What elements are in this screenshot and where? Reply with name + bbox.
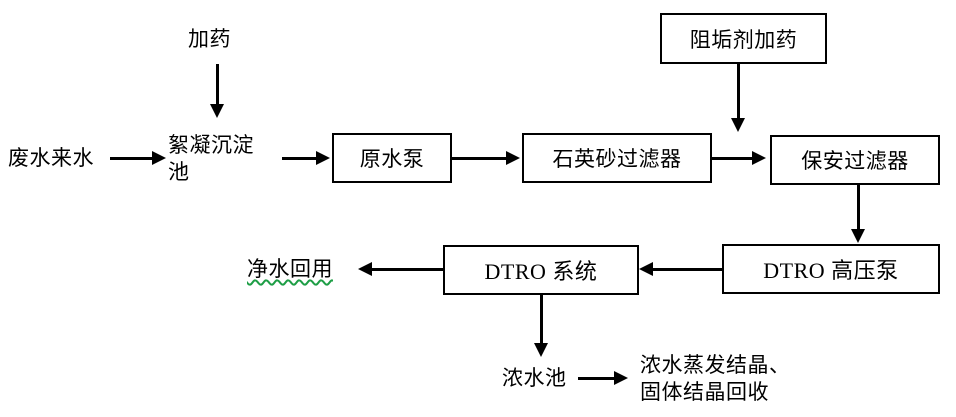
edge-dtro-system-to-concentrate-tank-line (540, 295, 543, 345)
edge-coagulation-to-raw-pump-arrowhead (316, 151, 330, 165)
edge-influent-to-coagulation-line (110, 157, 154, 160)
node-purified-water-reuse-label: 净水回用 (247, 258, 333, 281)
edge-antiscalant-to-security-filter-arrowhead (731, 118, 745, 132)
edge-security-filter-to-hp-pump-arrowhead (851, 229, 865, 243)
node-concentrate-tank-label: 浓水池 (502, 367, 567, 390)
edge-hp-pump-to-dtro-system-line (652, 268, 722, 271)
node-crystallization-label: 浓水蒸发结晶、 固体结晶回收 (640, 354, 791, 404)
node-dosing-label: 加药 (188, 28, 231, 51)
edge-dtro-system-to-reuse-line (371, 268, 443, 271)
edge-dosing-to-coagulation-line (216, 64, 219, 106)
edge-quartz-filter-to-security-filter-line (712, 157, 754, 160)
edge-concentrate-tank-to-crystallization-arrowhead (614, 371, 628, 385)
node-dtro-high-pressure-pump-box[interactable]: DTRO 高压泵 (722, 244, 940, 294)
node-dtro-system-box[interactable]: DTRO 系统 (443, 245, 639, 295)
edge-dosing-to-coagulation-arrowhead (210, 104, 224, 118)
edge-dtro-system-to-reuse-arrowhead (358, 262, 372, 276)
edge-quartz-filter-to-security-filter-arrowhead (752, 151, 766, 165)
node-antiscalant-dosing-box[interactable]: 阻垢剂加药 (660, 13, 827, 64)
node-quartz-sand-filter-box[interactable]: 石英砂过滤器 (522, 133, 712, 183)
edge-security-filter-to-hp-pump-line (857, 185, 860, 231)
edge-raw-pump-to-quartz-filter-arrowhead (506, 151, 520, 165)
edge-concentrate-tank-to-crystallization-line (578, 377, 616, 380)
node-coagulation-tank-label: 絮凝沉淀 池 (168, 134, 254, 184)
node-security-filter-box[interactable]: 保安过滤器 (770, 135, 940, 185)
node-influent-label: 废水来水 (8, 147, 94, 170)
edge-coagulation-to-raw-pump-line (282, 157, 318, 160)
edge-dtro-system-to-concentrate-tank-arrowhead (534, 343, 548, 357)
edge-hp-pump-to-dtro-system-arrowhead (639, 262, 653, 276)
edge-influent-to-coagulation-arrowhead (152, 151, 166, 165)
node-raw-water-pump-box[interactable]: 原水泵 (332, 133, 452, 183)
edge-raw-pump-to-quartz-filter-line (452, 157, 508, 160)
edge-antiscalant-to-security-filter-line (737, 64, 740, 120)
